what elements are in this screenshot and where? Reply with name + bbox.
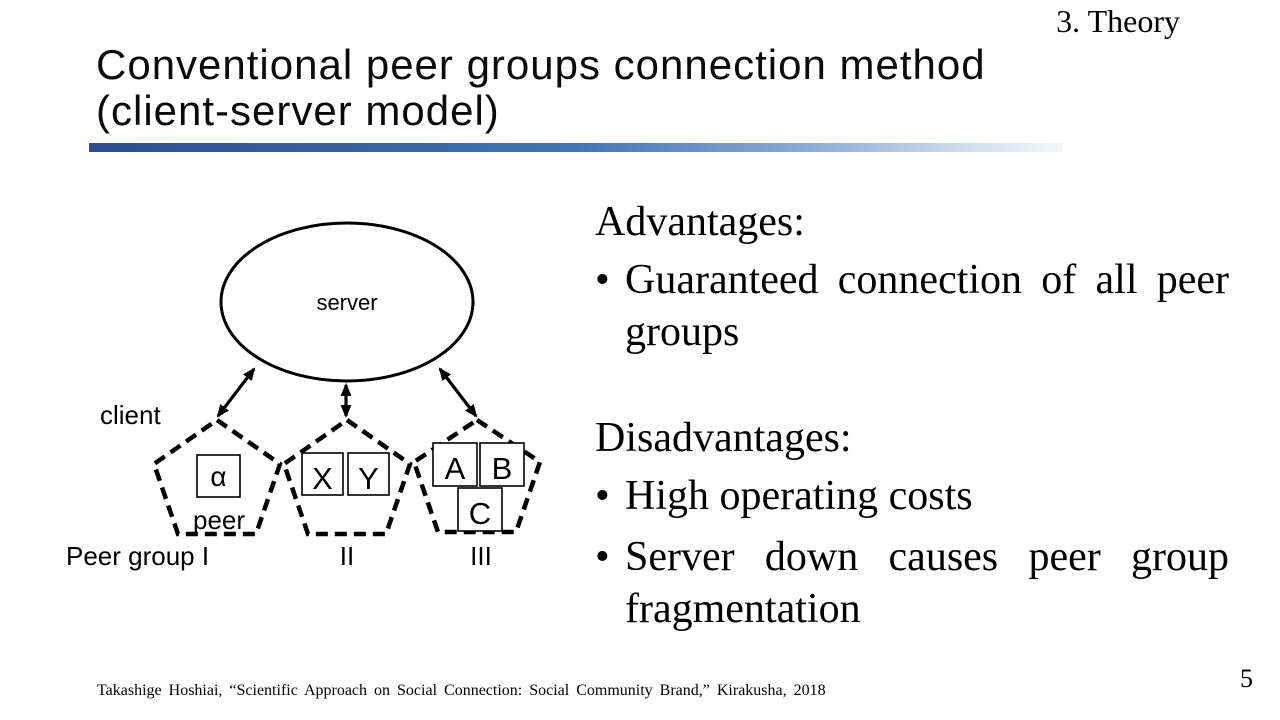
slide-title-line2: (client-server model) — [96, 87, 500, 134]
peer-label-a: A — [445, 451, 466, 486]
page-number: 5 — [1240, 664, 1253, 693]
disadvantage-item: • Server down causes peer group fragment… — [595, 531, 1229, 635]
peer-box-x — [301, 452, 344, 496]
peer-group-3-label: III — [470, 541, 492, 571]
server-ellipse — [219, 221, 475, 383]
disadvantage-text: High operating costs — [625, 473, 973, 519]
connection-arrow-group1 — [216, 367, 256, 418]
client-label: client — [100, 400, 161, 430]
disadvantages-heading: Disadvantages: — [595, 415, 852, 461]
peer-label-x: X — [312, 461, 333, 496]
peer-label-alpha: α — [210, 461, 226, 492]
peer-group-1-pentagon — [151, 417, 283, 537]
peer-label-c: C — [469, 496, 491, 531]
title-accent-bar — [89, 143, 1063, 152]
peer-group-3-pentagon — [411, 417, 543, 535]
peer-box-c — [457, 487, 503, 532]
peer-label-y: Y — [358, 461, 379, 496]
advantages-heading: Advantages: — [595, 199, 805, 245]
advantage-item: • Guaranteed connection of all peer grou… — [595, 254, 1229, 358]
section-label: 3. Theory — [1056, 3, 1180, 39]
peer-box-a — [432, 442, 478, 487]
peer-group-2-pentagon — [281, 417, 413, 537]
disadvantage-item: • High operating costs — [595, 470, 1229, 522]
connection-arrow-group3 — [438, 367, 478, 418]
peer-box-alpha — [196, 454, 241, 498]
peer-label: peer — [193, 505, 245, 535]
peer-label-b: B — [492, 451, 513, 486]
content-column: Advantages: • Guaranteed connection of a… — [595, 196, 1229, 644]
peer-group-1-label: Peer group I — [66, 541, 209, 571]
footer-citation: Takashige Hoshiai, “Scientific Approach … — [97, 682, 826, 699]
peer-box-y — [347, 452, 390, 496]
slide-title-line1: Conventional peer groups connection meth… — [96, 41, 986, 88]
peer-group-2-label: II — [340, 541, 354, 571]
bullet-marker: • — [595, 257, 610, 303]
disadvantage-text: Server down causes peer group fragmentat… — [625, 534, 1229, 632]
bullet-marker: • — [595, 534, 610, 580]
peer-box-b — [479, 442, 525, 487]
server-label: server — [316, 290, 377, 315]
bullet-marker: • — [595, 473, 610, 519]
advantage-text: Guaranteed connection of all peer groups — [625, 257, 1229, 355]
slide-title: Conventional peer groups connection meth… — [96, 42, 1096, 134]
